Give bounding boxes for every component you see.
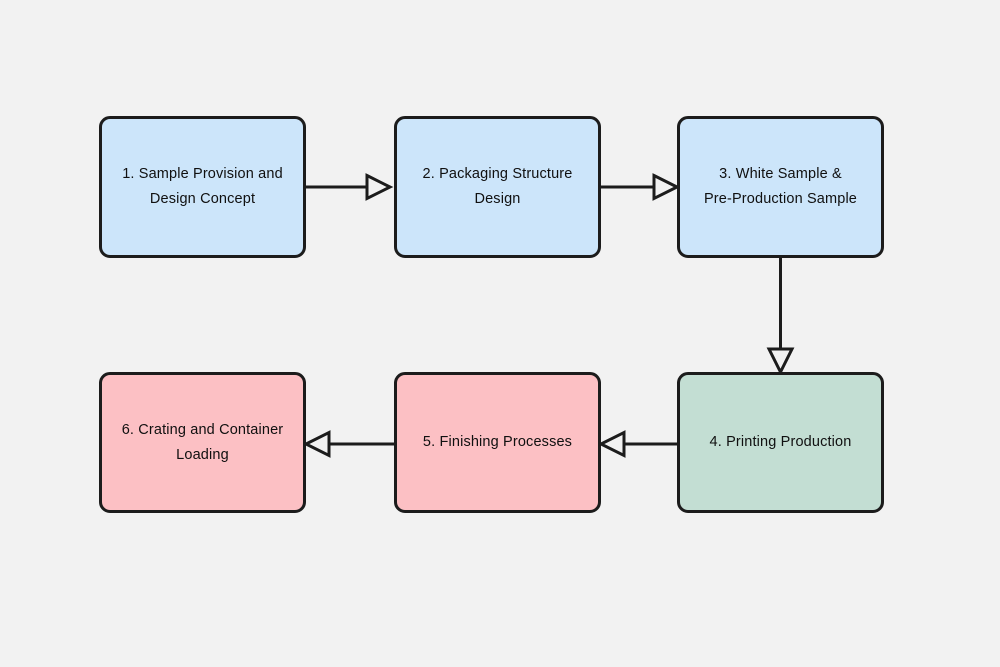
node-label: 3. White Sample & Pre-Production Sample bbox=[703, 166, 858, 207]
node-label: 5. Finishing Processes bbox=[422, 434, 573, 450]
node-label: 4. Printing Production bbox=[709, 434, 852, 450]
edge-node1-to-node2 bbox=[306, 173, 394, 201]
node-label: 2. Packaging Structure Design bbox=[422, 166, 573, 207]
edge-node3-to-node4 bbox=[766, 258, 795, 376]
flowchart-node-sample-provision-and-design-concept[interactable]: 1. Sample Provision and Design Concept bbox=[99, 116, 306, 258]
edge-node2-to-node3 bbox=[601, 173, 681, 201]
flowchart-node-white-sample-and-pre-production-sample[interactable]: 3. White Sample & Pre-Production Sample bbox=[677, 116, 884, 258]
edge-node5-to-node6 bbox=[302, 430, 394, 458]
node-label: 6. Crating and Container Loading bbox=[121, 421, 284, 463]
edge-node4-to-node5 bbox=[597, 430, 677, 458]
flowchart-node-printing-production[interactable]: 4. Printing Production bbox=[677, 372, 884, 513]
flowchart-node-crating-and-container-loading[interactable]: 6. Crating and Container Loading bbox=[99, 372, 306, 513]
flowchart-node-finishing-processes[interactable]: 5. Finishing Processes bbox=[394, 372, 601, 513]
flowchart-node-packaging-structure-design[interactable]: 2. Packaging Structure Design bbox=[394, 116, 601, 258]
node-label: 1. Sample Provision and Design Concept bbox=[122, 166, 283, 207]
